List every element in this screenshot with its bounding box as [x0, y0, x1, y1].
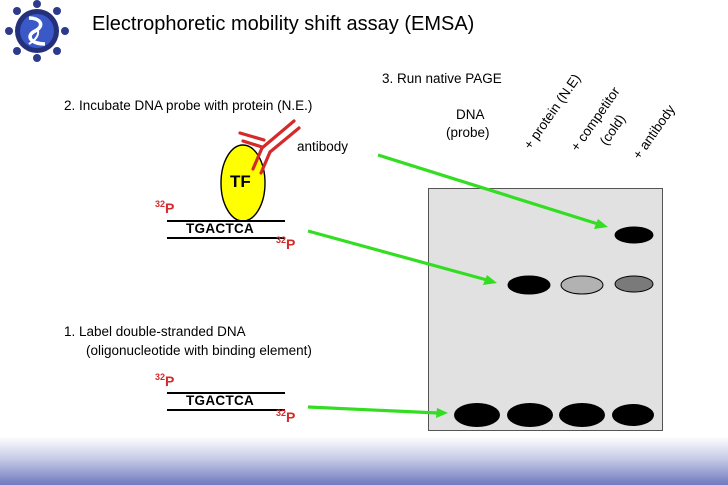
isotope-label-lower-left: 32P [155, 372, 175, 389]
step2-label: 2. Incubate DNA probe with protein (N.E.… [64, 98, 313, 113]
isotope-label-lower-right: 32P [276, 408, 296, 425]
arrow-free-probe [307, 405, 439, 415]
tf-label: TF [230, 172, 251, 191]
page-title: Electrophoretic mobility shift assay (EM… [92, 13, 475, 35]
lane-dna-label-sub: (probe) [446, 125, 490, 140]
arrow-supershift-head [594, 219, 608, 229]
band-shift-protein [507, 275, 551, 295]
band-free-probe-lane2 [507, 403, 553, 427]
band-free-probe-lane3 [559, 403, 605, 427]
arrow-shift [307, 229, 488, 282]
arrow-supershift [377, 153, 599, 226]
footer-gradient-band [0, 436, 728, 485]
arrow-shift-head [483, 275, 497, 285]
step1-label-line2: (oligonucleotide with binding element) [86, 343, 312, 358]
arrow-free-probe-head [436, 408, 448, 418]
sequence-upper: TGACTCA [186, 221, 255, 236]
logo-icon [5, 0, 69, 62]
lane-dna-label: DNA [456, 107, 485, 122]
antibody-icon [238, 119, 301, 175]
band-free-probe-lane1 [454, 403, 500, 427]
band-supershift [614, 226, 654, 244]
band-free-probe-lane4 [612, 404, 654, 426]
isotope-label-upper-left: 32P [155, 199, 175, 216]
step1-label-line1: 1. Label double-stranded DNA [64, 324, 246, 339]
isotope-label-upper-right: 32P [276, 235, 296, 252]
band-shift-competitor [560, 275, 604, 295]
step3-label: 3. Run native PAGE [382, 71, 502, 86]
band-shift-antibody [614, 275, 654, 293]
sequence-lower: TGACTCA [186, 393, 255, 408]
antibody-label: antibody [297, 139, 349, 154]
